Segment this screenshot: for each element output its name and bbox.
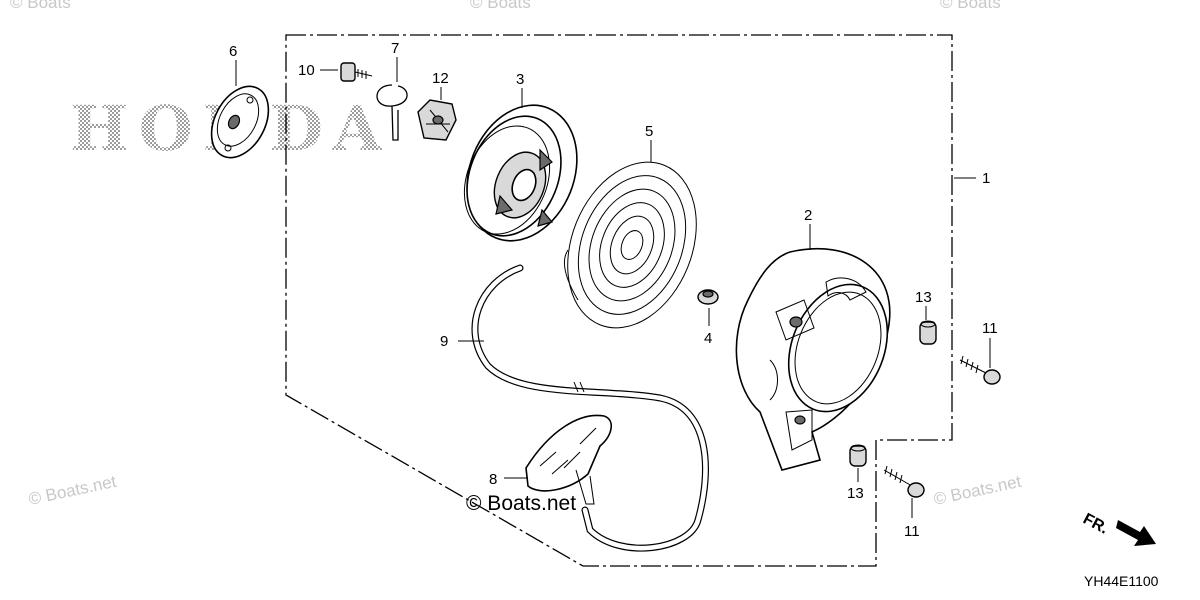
callout-5: 5 xyxy=(645,123,653,140)
watermark-center: © Boats.net xyxy=(466,492,576,515)
callout-8: 8 xyxy=(489,471,497,488)
callout-7: 7 xyxy=(391,40,399,57)
watermark-right: © Boats.net xyxy=(932,472,1023,509)
reel-part xyxy=(463,104,578,242)
assembly-outline xyxy=(285,34,953,567)
callout-6: 6 xyxy=(229,43,237,60)
collar-part-lower xyxy=(849,444,867,467)
watermark-left: © Boats.net xyxy=(27,472,118,509)
callout-13-upper: 13 xyxy=(915,289,932,306)
ratchet-part xyxy=(417,99,457,141)
starter-case-part xyxy=(735,247,891,471)
callout-11-upper: 11 xyxy=(982,320,998,337)
callout-9: 9 xyxy=(440,333,448,350)
callout-11-lower: 11 xyxy=(904,523,920,540)
ratchet-spring-part xyxy=(376,84,408,141)
rope-break-mark xyxy=(573,381,585,393)
bolt-part-upper xyxy=(959,355,1001,385)
watermark-top-center: © Boats xyxy=(470,0,531,12)
ratchet-cover-part xyxy=(210,85,270,159)
callout-12: 12 xyxy=(432,70,449,87)
callout-13-lower: 13 xyxy=(847,485,864,502)
bolt-part-lower xyxy=(883,465,925,498)
callout-3: 3 xyxy=(516,71,524,88)
starter-rope-fill xyxy=(472,265,708,551)
callout-10: 10 xyxy=(298,62,315,79)
front-label: FR. xyxy=(1080,511,1111,538)
callout-2: 2 xyxy=(804,207,812,224)
front-indicator: FR. xyxy=(1080,511,1156,546)
diagram-code: YH44E1100 xyxy=(1084,573,1159,589)
callout-1: 1 xyxy=(982,170,990,187)
callout-4: 4 xyxy=(704,330,712,347)
starter-grip-part xyxy=(525,414,612,505)
collar-part-upper xyxy=(919,320,937,345)
setting-screw-part xyxy=(340,62,373,82)
grommet-part xyxy=(697,289,719,305)
watermark-top-left: © Boats xyxy=(10,0,71,12)
spiral-spring-part xyxy=(563,161,697,329)
watermark-top-right: © Boats xyxy=(940,0,1001,12)
front-arrow-icon xyxy=(1116,520,1156,546)
